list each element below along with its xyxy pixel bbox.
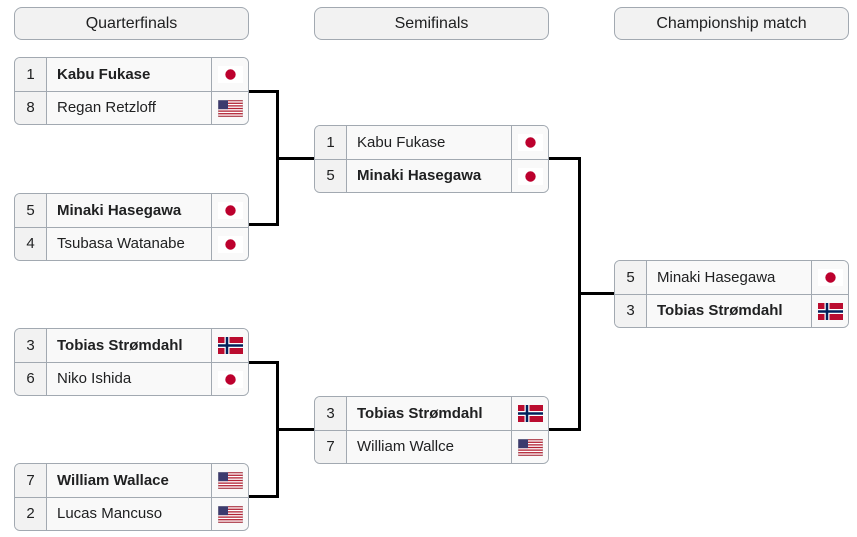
player-name-winner: William Wallace bbox=[47, 464, 211, 497]
bracket-connector-sf1-sf2 bbox=[549, 157, 581, 431]
player-name: Tsubasa Watanabe bbox=[47, 228, 211, 260]
japan-flag-icon bbox=[211, 194, 248, 227]
seed-number: 5 bbox=[15, 194, 47, 227]
japan-flag-icon bbox=[211, 363, 248, 395]
player-name-winner: Minaki Hasegawa bbox=[347, 160, 511, 192]
player-name-winner: Kabu Fukase bbox=[47, 58, 211, 91]
bracket-connector-qf3-qf4 bbox=[249, 361, 279, 498]
usa-flag-icon bbox=[211, 498, 248, 530]
player-name: Minaki Hasegawa bbox=[647, 261, 811, 294]
usa-flag-icon bbox=[211, 464, 248, 497]
player-name-winner: Tobias Strømdahl bbox=[647, 295, 811, 327]
japan-flag-icon bbox=[211, 228, 248, 260]
round-header-quarterfinals: Quarterfinals bbox=[14, 7, 249, 40]
seed-number: 2 bbox=[15, 498, 47, 530]
round-header-championship: Championship match bbox=[614, 7, 849, 40]
player-name: Kabu Fukase bbox=[347, 126, 511, 159]
player-name: Regan Retzloff bbox=[47, 92, 211, 124]
norway-flag-icon bbox=[511, 397, 548, 430]
player-name-winner: Tobias Strømdahl bbox=[347, 397, 511, 430]
usa-flag-icon bbox=[211, 92, 248, 124]
player-name-winner: Tobias Strømdahl bbox=[47, 329, 211, 362]
norway-flag-icon bbox=[811, 295, 848, 327]
player-name: Niko Ishida bbox=[47, 363, 211, 395]
seed-number: 7 bbox=[15, 464, 47, 497]
bracket-connector-qf1-qf2 bbox=[249, 90, 279, 226]
seed-number: 5 bbox=[315, 160, 347, 192]
player-name-winner: Minaki Hasegawa bbox=[47, 194, 211, 227]
seed-number: 3 bbox=[615, 295, 647, 327]
seed-number: 1 bbox=[315, 126, 347, 159]
player-name: William Wallce bbox=[347, 431, 511, 463]
seed-number: 8 bbox=[15, 92, 47, 124]
bracket-connector-to-final bbox=[581, 292, 614, 295]
seed-number: 4 bbox=[15, 228, 47, 260]
usa-flag-icon bbox=[511, 431, 548, 463]
bracket-connector-to-sf2 bbox=[279, 428, 314, 431]
seed-number: 7 bbox=[315, 431, 347, 463]
seed-number: 3 bbox=[315, 397, 347, 430]
seed-number: 3 bbox=[15, 329, 47, 362]
seed-number: 6 bbox=[15, 363, 47, 395]
japan-flag-icon bbox=[811, 261, 848, 294]
japan-flag-icon bbox=[511, 160, 548, 192]
bracket-connector-to-sf1 bbox=[279, 157, 314, 160]
player-name: Lucas Mancuso bbox=[47, 498, 211, 530]
japan-flag-icon bbox=[211, 58, 248, 91]
seed-number: 1 bbox=[15, 58, 47, 91]
japan-flag-icon bbox=[511, 126, 548, 159]
norway-flag-icon bbox=[211, 329, 248, 362]
seed-number: 5 bbox=[615, 261, 647, 294]
round-header-semifinals: Semifinals bbox=[314, 7, 549, 40]
